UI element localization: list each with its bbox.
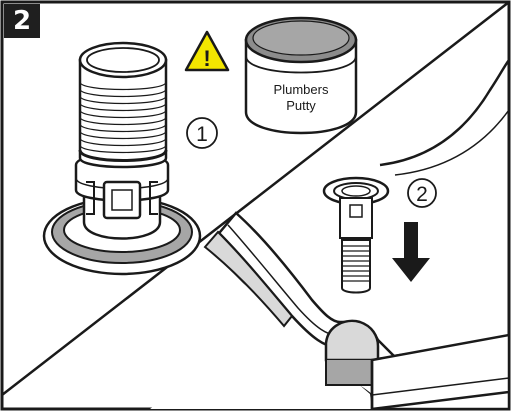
- callout-2-circle: [407, 178, 437, 208]
- down-arrow-icon: [392, 222, 430, 282]
- warning-triangle-icon: !: [184, 30, 230, 72]
- callout-1-circle: [186, 117, 218, 149]
- putty-label-line2: Putty: [286, 98, 316, 113]
- drain-flange-large: [42, 41, 202, 276]
- diagonal-divider: [1, 1, 510, 396]
- step-number-badge: 2: [4, 4, 40, 38]
- putty-label-line1: Plumbers: [274, 82, 329, 97]
- putty-can: Plumbers Putty: [244, 16, 358, 135]
- callout-1-label: 1: [196, 123, 208, 146]
- drain-insert-small: [322, 176, 390, 294]
- drain-hole: [324, 319, 380, 362]
- sink-cross-section: [150, 59, 511, 411]
- callout-2-label: 2: [416, 183, 428, 206]
- warning-symbol: !: [203, 46, 210, 71]
